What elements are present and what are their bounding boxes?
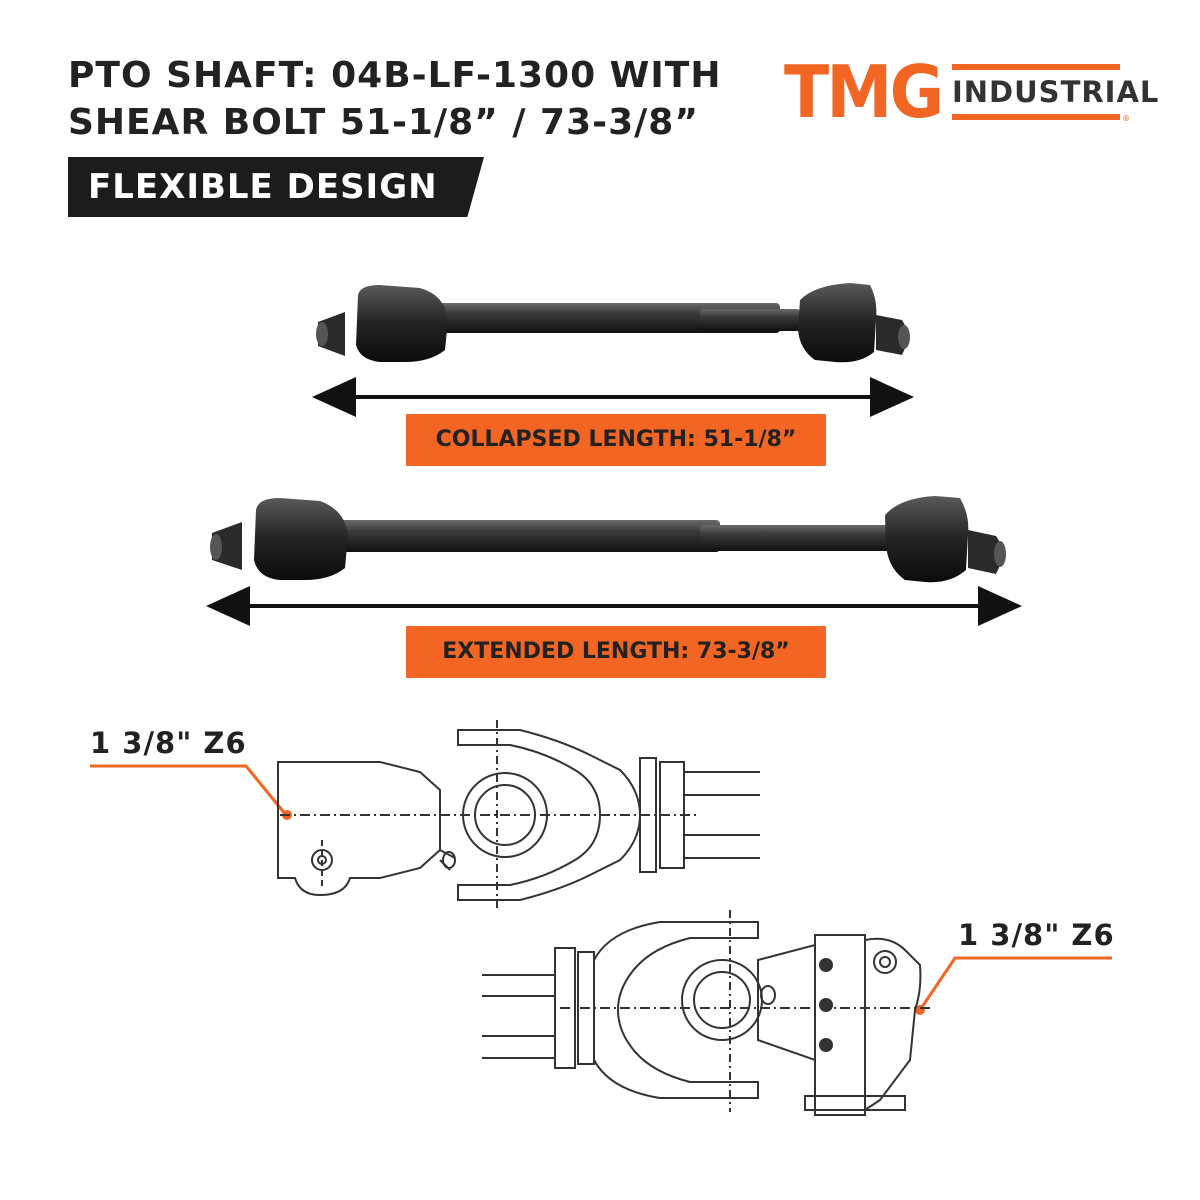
registered-mark: ® [1122, 114, 1130, 123]
top-yoke-drawing [90, 720, 760, 908]
extended-length-label: EXTENDED LENGTH: 73-3/8” [406, 626, 826, 678]
bottom-yoke-drawing [482, 910, 1112, 1116]
top-spline-callout: 1 3/8" Z6 [90, 726, 247, 760]
logo-bar-bottom [952, 114, 1120, 120]
bottom-spline-callout: 1 3/8" Z6 [958, 918, 1115, 952]
feature-banner: FLEXIBLE DESIGN [68, 157, 484, 217]
collapsed-length-label: COLLAPSED LENGTH: 51-1/8” [406, 414, 826, 466]
title-line-1: PTO SHAFT: 04B-LF-1300 WITH [68, 55, 722, 96]
feature-banner-text: FLEXIBLE DESIGN [88, 167, 438, 207]
brand-logo: TMG INDUSTRIAL ® [780, 52, 1160, 132]
title-line-2: SHEAR BOLT 51-1/8” / 73-3/8” [68, 102, 699, 143]
extended-shaft-image [206, 496, 1022, 626]
collapsed-shaft-image [312, 283, 914, 417]
logo-mark: TMG [784, 50, 944, 134]
shaft-illustrations [206, 283, 1022, 626]
logo-bar-top [952, 64, 1120, 70]
